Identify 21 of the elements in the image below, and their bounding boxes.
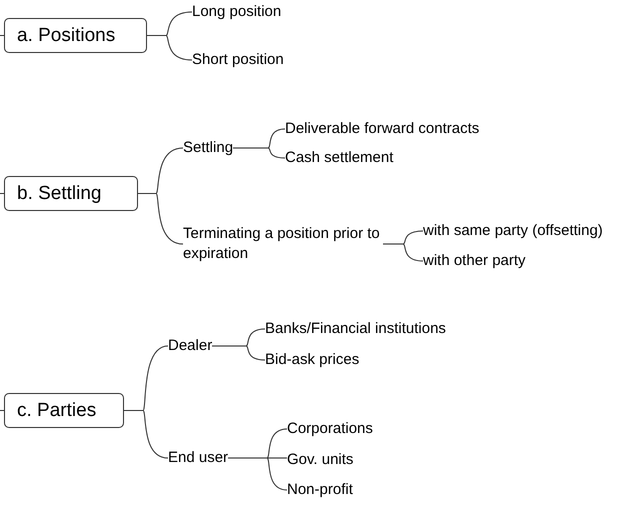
topic-box: a. Positions <box>4 18 147 53</box>
branch-text: Bid-ask prices <box>265 350 360 370</box>
branch-text: Non-profit <box>287 480 353 500</box>
branch-text: with same party (offsetting) <box>423 221 603 241</box>
connector-line <box>146 35 192 60</box>
branch-text: Long position <box>192 2 282 22</box>
branch-text: Corporations <box>287 419 373 439</box>
connector-line <box>124 410 168 458</box>
topic-box: b. Settling <box>4 176 138 211</box>
connector-line <box>382 244 424 262</box>
connector-line <box>212 346 266 360</box>
branch-text: with other party <box>423 251 526 271</box>
connector-line <box>0 410 4 411</box>
connector-line <box>0 35 4 36</box>
connector-line <box>0 193 4 194</box>
branch-text: Settling <box>183 138 234 158</box>
branch-text: Short position <box>192 50 284 70</box>
topic-box: c. Parties <box>4 393 124 428</box>
connector-line <box>232 148 286 158</box>
connector-line <box>228 458 288 490</box>
connector-line <box>138 193 184 244</box>
